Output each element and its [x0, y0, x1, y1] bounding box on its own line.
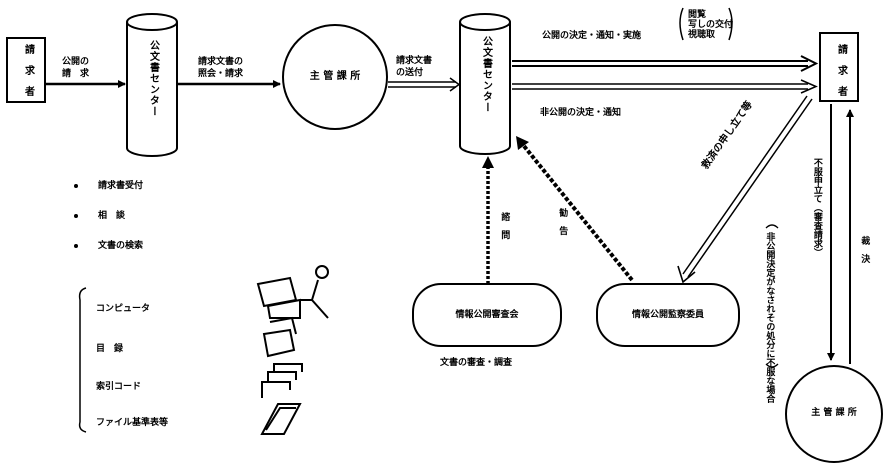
gov-office-bottom-label: 主 管 課 所 [794, 408, 874, 418]
requester-right-label: 請 求 者 [834, 44, 847, 96]
inquiry-label-1: 請求文書の [198, 57, 243, 67]
send-doc-label-1: 請求文書 [396, 56, 432, 66]
request-label-1: 公開の [62, 57, 89, 67]
condition-bracket-top [766, 225, 778, 228]
disclose-label: 公開の決定・通知・実施 [542, 31, 641, 41]
arrow-disclose [512, 56, 816, 71]
viewing-label-3: 視聴取 [688, 30, 715, 40]
ruling-label: 裁 決 [858, 236, 869, 263]
objection-label: 不服申立て（審査請求） [811, 158, 821, 257]
arrow-nondisclose [512, 80, 816, 93]
viewing-label-1: 閲覧 [688, 10, 706, 20]
council-label: 情報公開審査会 [413, 310, 561, 320]
catalog-icon [264, 318, 296, 356]
equipment-item: 索引コード [96, 382, 141, 392]
viewing-label-2: 写しの交付 [688, 20, 733, 30]
equipment-item: 目 録 [96, 344, 123, 354]
send-doc-label-2: の送付 [396, 68, 423, 78]
bullet [74, 184, 78, 188]
requester-left-label: 請 求 者 [21, 44, 34, 96]
consult-label: 諮 問 [498, 212, 509, 239]
task-item: 相 談 [98, 211, 125, 221]
advice-label: 勧 告 [556, 208, 567, 235]
task-item: 請求書受付 [98, 181, 143, 191]
index-code-icon [262, 364, 302, 398]
center-1-label: 公文書センター [146, 40, 159, 117]
file-standards-icon [262, 404, 300, 434]
inquiry-label-2: 照会・請求 [198, 69, 243, 79]
viewing-bracket-left [680, 8, 683, 40]
equipment-item: コンピュータ [96, 304, 150, 314]
arrow-consult [482, 156, 494, 284]
gov-office-top-label: 主 管 課 所 [295, 71, 375, 83]
bullet [74, 244, 78, 248]
condition-label: 非公開決定がなされその処分に不服な場合 [764, 232, 774, 360]
review-label: 文書の審査・調査 [440, 358, 512, 368]
center-2-label: 公文書センター [479, 36, 492, 113]
arrow-send-doc [388, 78, 459, 91]
nondisclose-label: 非公開の決定・通知 [540, 108, 621, 118]
commissioner-label: 情報公開監察委員 [597, 310, 739, 320]
equipment-item: ファイル基準表等 [96, 418, 168, 428]
arrow-remedy [678, 96, 812, 282]
equipment-bracket [80, 288, 86, 432]
bullet [74, 214, 78, 218]
request-label-2: 請 求 [62, 69, 89, 79]
task-item: 文書の検索 [98, 241, 143, 251]
arrow-advice [516, 136, 632, 280]
computer-icon [258, 266, 328, 318]
